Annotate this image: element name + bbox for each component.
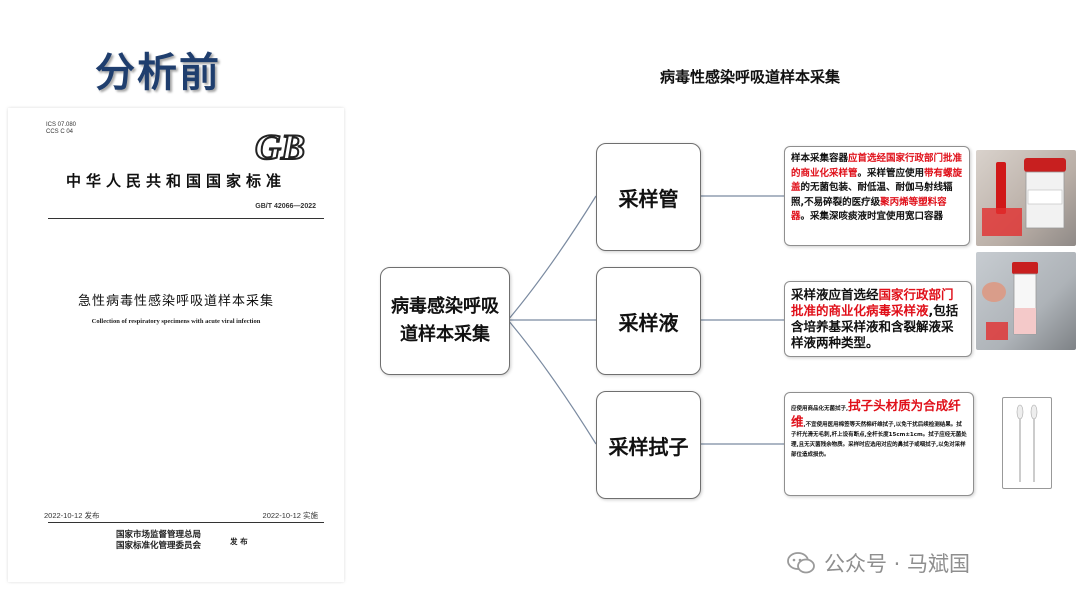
bottom-rule — [48, 522, 324, 523]
standard-title-en: Collection of respiratory specimens with… — [91, 318, 261, 325]
desc-text: 。采集深咳痰液时宜使用宽口容器 — [800, 211, 944, 222]
root-line-2: 道样本采集 — [400, 324, 490, 345]
desc-text: 采样液应首选经 — [791, 287, 879, 302]
issuer-block: 国家市场监督管理总局 国家标准化管理委员会 — [116, 530, 201, 552]
branch-node-tube: 采样管 — [596, 143, 701, 251]
desc-highlight: 聚丙烯等塑料容器 — [791, 196, 947, 223]
desc-box-medium: 采样液应首选经国家行政部门批准的商业化病毒采样液,包括含培养基采样液和含裂解液采… — [784, 281, 972, 357]
branch-label: 采样管 — [618, 186, 679, 211]
ics-code: ICS 07.080 — [46, 122, 77, 128]
gb-logo: GB — [254, 127, 306, 167]
page-heading: 分析前 — [95, 50, 221, 96]
desc-highlight: 带有螺旋盖 — [791, 167, 963, 194]
desc-text: 应使用商品化无菌拭子, — [791, 406, 849, 412]
standard-cover: ICS 07.080 CCS C 04 GB 中华人民共和国国家标准 GB/T … — [8, 108, 344, 582]
issuer-line-1: 国家市场监督管理总局 — [116, 530, 202, 540]
desc-highlight: 国家行政部门批准的商业化病毒采样液 — [791, 287, 954, 318]
desc-text: 的无菌包装、耐低温、耐伽马射线辐照,不易碎裂的医疗级 — [791, 182, 953, 208]
diagram-title: 病毒性感染呼吸道样本采集 — [659, 68, 840, 86]
desc-text: 。采样管应使用 — [857, 167, 925, 179]
implement-date: 2022-10-12 实施 — [262, 511, 318, 520]
swab-photo — [1002, 397, 1052, 489]
swab-illustration — [1016, 404, 1038, 482]
standard-title-cn: 急性病毒性感染呼吸道样本采集 — [77, 294, 274, 309]
standard-number: GB/T 42066—2022 — [255, 203, 316, 210]
desc-highlight: 拭子头材质为合成纤维 — [791, 398, 961, 429]
desc-text: ,包括含培养基采样液和含裂解液采样液两种类型。 — [791, 303, 959, 350]
desc-text: 样本采集容器 — [791, 153, 849, 164]
branch-node-medium: 采样液 — [596, 267, 701, 375]
branch-label: 采样液 — [618, 310, 679, 335]
desc-text: ,不宜使用医用棉签等天然棉纤维拭子,以免干扰后续检测结果。拭子杆光滑无毛刺,杆上… — [791, 422, 967, 458]
sample-medium-illustration — [982, 262, 1038, 340]
standard-org-title: 中华人民共和国国家标准 — [65, 172, 286, 190]
wechat-icon — [787, 552, 815, 574]
connector-root-b1 — [507, 195, 597, 321]
top-rule — [48, 218, 324, 219]
branch-node-swab: 采样拭子 — [596, 391, 701, 499]
root-node: 病毒感染呼吸 道样本采集 — [380, 267, 510, 375]
watermark-text: 公众号 · 马斌国 — [824, 552, 971, 576]
issuer-suffix: 发 布 — [230, 537, 248, 546]
sample-medium-photo — [976, 252, 1076, 350]
root-line-1: 病毒感染呼吸 — [391, 296, 499, 317]
desc-box-swab: 应使用商品化无菌拭子,拭子头材质为合成纤维,不宜使用医用棉签等天然棉纤维拭子,以… — [784, 392, 974, 496]
watermark: 公众号 · 马斌国 — [786, 548, 970, 578]
sample-tube-photo — [976, 150, 1076, 246]
issuer-line-2: 国家标准化管理委员会 — [116, 541, 202, 551]
desc-box-tube: 样本采集容器应首选经国家行政部门批准的商业化采样管。采样管应使用带有螺旋盖的无菌… — [784, 146, 970, 246]
publish-date: 2022-10-12 发布 — [44, 511, 100, 520]
desc-highlight: 应首选经国家行政部门批准的商业化采样管 — [791, 153, 963, 179]
sample-tube-illustration — [982, 158, 1066, 236]
connector-root-b3 — [507, 319, 597, 445]
branch-label: 采样拭子 — [608, 434, 689, 459]
ccs-code: CCS C 04 — [46, 129, 74, 135]
